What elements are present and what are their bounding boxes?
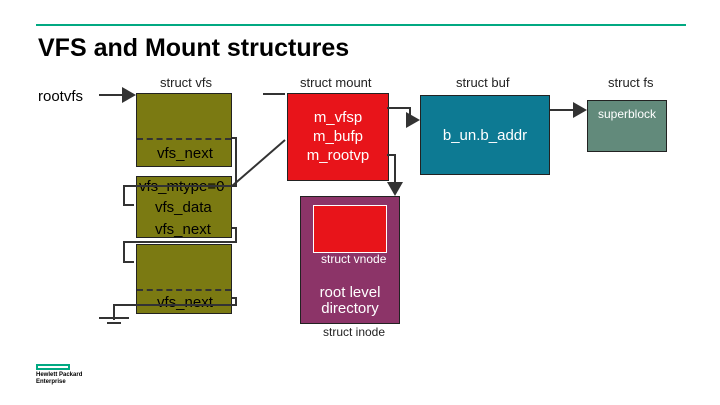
vfs-next-field: vfs_next — [157, 145, 213, 162]
struct-vnode-label: struct vnode — [321, 252, 387, 266]
title-rule — [36, 24, 686, 26]
directory-text: directory — [321, 300, 379, 317]
logo-text-2: Enterprise — [36, 379, 66, 385]
mount-struct: m_vfsp m_bufp m_rootvp — [287, 93, 389, 181]
root-level-text: root level — [319, 284, 381, 301]
vfs-data-field: vfs_data — [155, 199, 212, 216]
struct-mount-label: struct mount — [300, 75, 372, 90]
superblock-field: superblock — [597, 107, 657, 121]
m-vfsp-field: m_vfsp — [313, 109, 363, 126]
struct-vfs-label: struct vfs — [160, 75, 213, 90]
struct-buf-label: struct buf — [456, 75, 510, 90]
logo-mark — [36, 364, 70, 370]
page-title: VFS and Mount structures — [38, 34, 350, 62]
m-rootvp-field: m_rootvp — [306, 147, 370, 164]
company-logo: Hewlett Packard Enterprise — [36, 364, 82, 386]
m-rootvp-arrow — [387, 154, 403, 196]
vfs-struct-rootvfs: vfs_next — [136, 93, 232, 167]
vfs-next-field: vfs_next — [155, 221, 211, 238]
field-divider — [137, 289, 231, 291]
logo-text-1: Hewlett Packard — [36, 372, 83, 378]
struct-inode-label: struct inode — [323, 325, 386, 339]
struct-fs-label: struct fs — [608, 75, 654, 90]
buf-struct: b_un.b_addr — [420, 95, 550, 175]
field-divider — [137, 138, 231, 140]
vfs-next-null — [113, 297, 237, 320]
m-bufp-arrow — [387, 107, 420, 128]
vfs-data-arrow — [231, 139, 286, 187]
vfs-next-arrow-2 — [123, 227, 237, 263]
b-addr-field: b_un.b_addr — [442, 127, 528, 144]
fs-struct: superblock — [587, 100, 667, 152]
vnode-struct — [313, 205, 387, 253]
rootvfs-label: rootvfs — [38, 88, 84, 105]
vfs-next-field: vfs_next — [157, 294, 213, 311]
m-bufp-field: m_bufp — [312, 128, 364, 145]
vfs-struct-third: vfs_next — [136, 244, 232, 314]
inode-struct: struct vnode root level directory — [300, 196, 400, 324]
vfs-next-arrow-1 — [123, 137, 237, 206]
